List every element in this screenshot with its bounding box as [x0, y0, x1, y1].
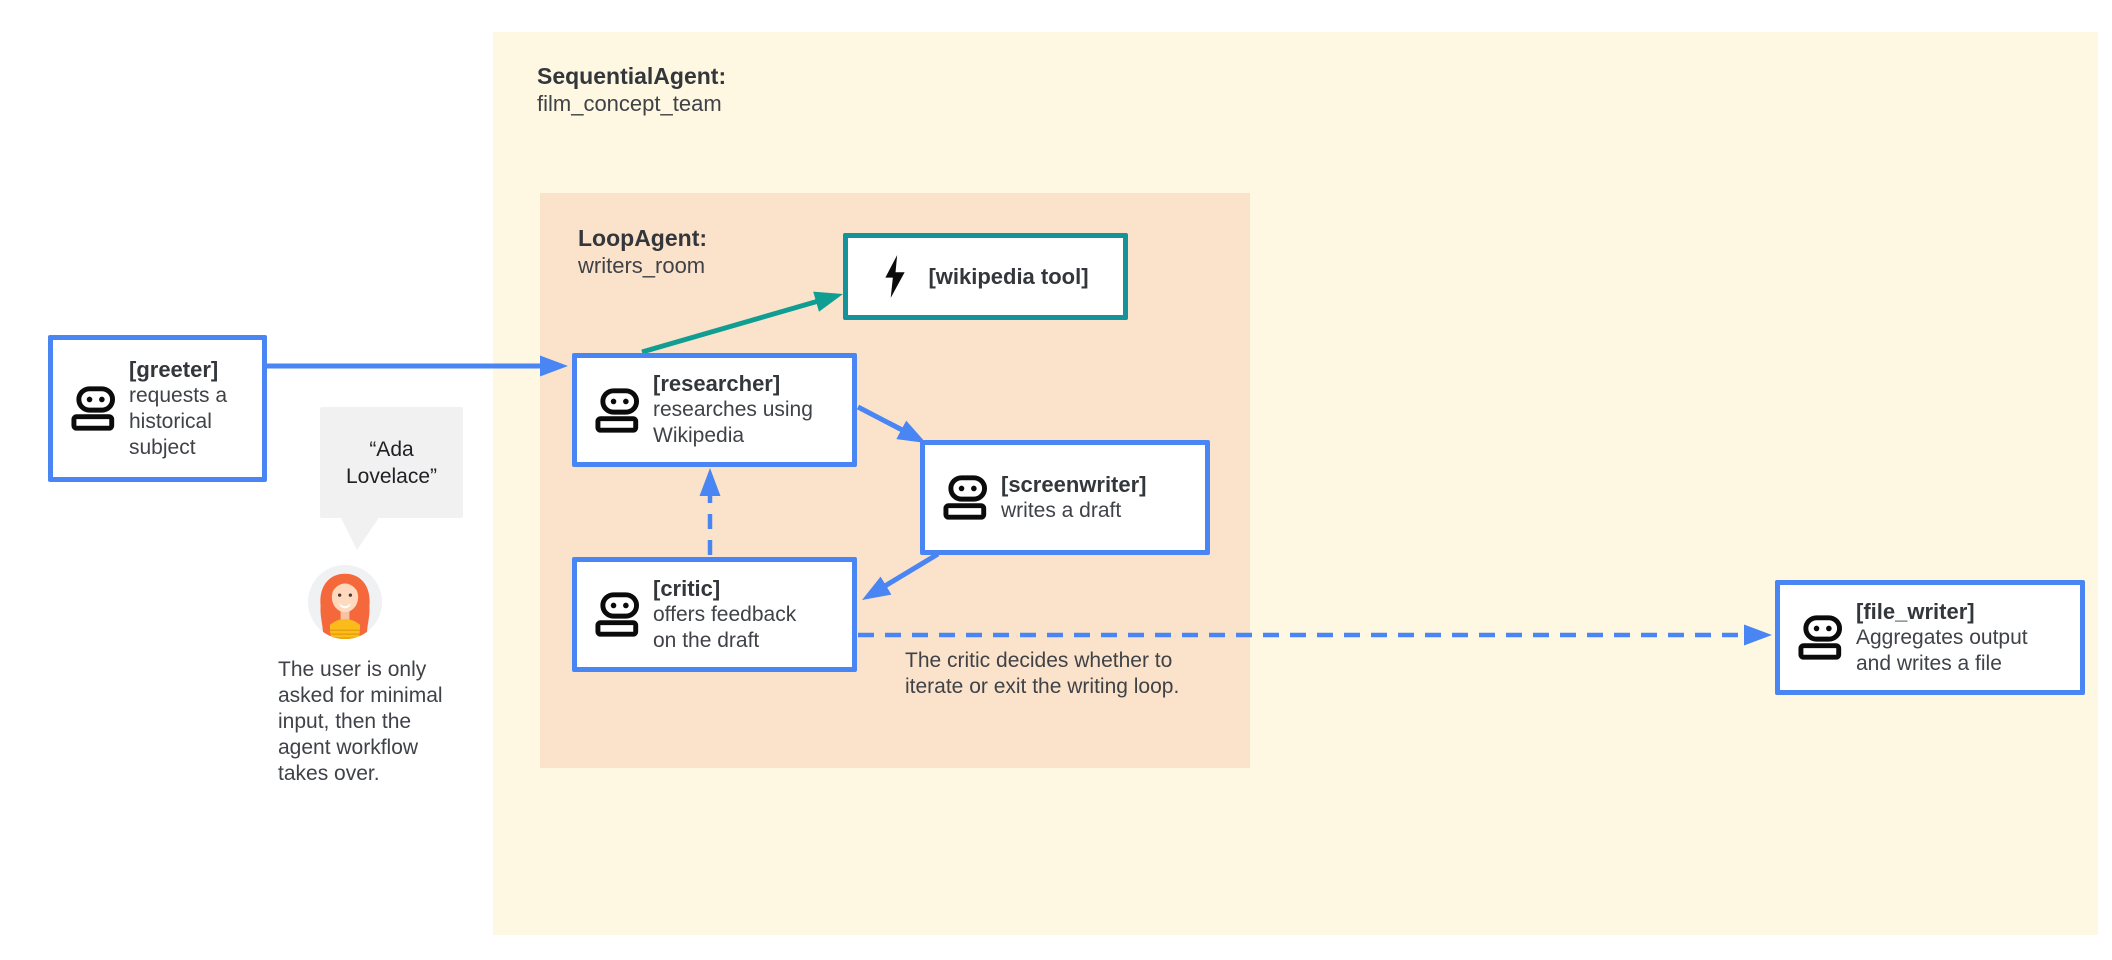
node-screenwriter: [screenwriter] writes a draft	[920, 440, 1210, 555]
loop-agent-label: LoopAgent: writers_room	[578, 224, 707, 280]
node-wikipedia-tool: [wikipedia tool]	[843, 233, 1128, 320]
wikipedia-tool-title: [wikipedia tool]	[928, 263, 1089, 289]
robot-icon	[593, 592, 639, 637]
node-greeter: [greeter] requests a historical subject	[48, 335, 267, 482]
critic-description: offers feedback on the draft	[653, 602, 797, 652]
robot-icon	[69, 386, 115, 431]
speech-bubble-tail	[340, 516, 380, 550]
speech-bubble: “Ada Lovelace”	[320, 407, 463, 518]
file-writer-description: Aggregates output and writes a file	[1856, 625, 2028, 675]
robot-icon	[941, 475, 987, 520]
greeter-title: [greeter]	[129, 356, 219, 382]
sequential-agent-type: SequentialAgent:	[537, 63, 727, 89]
critic-title: [critic]	[653, 575, 721, 601]
screenwriter-title: [screenwriter]	[1001, 471, 1147, 497]
node-file-writer: [file_writer] Aggregates output and writ…	[1775, 580, 2085, 695]
user-quote: “Ada Lovelace”	[345, 437, 438, 488]
screenwriter-description: writes a draft	[1001, 498, 1122, 522]
researcher-description: researches using Wikipedia	[653, 398, 813, 447]
user-avatar	[307, 564, 383, 640]
sequential-agent-name: film_concept_team	[537, 91, 722, 116]
greeter-description: requests a historical subject	[129, 383, 228, 459]
loop-agent-name: writers_room	[578, 253, 706, 278]
robot-icon	[1796, 615, 1842, 660]
robot-icon	[593, 388, 639, 433]
critic-note: The critic decides whether to iterate or…	[905, 649, 1180, 698]
file-writer-title: [file_writer]	[1856, 598, 1975, 624]
loop-agent-type: LoopAgent:	[578, 225, 708, 251]
node-researcher: [researcher] researches using Wikipedia	[572, 353, 857, 467]
user-note: The user is only asked for minimal input…	[278, 658, 443, 785]
lightning-bolt-icon	[885, 255, 906, 298]
sequential-agent-label: SequentialAgent: film_concept_team	[537, 62, 726, 118]
researcher-title: [researcher]	[653, 371, 781, 396]
node-critic: [critic] offers feedback on the draft	[572, 557, 857, 672]
